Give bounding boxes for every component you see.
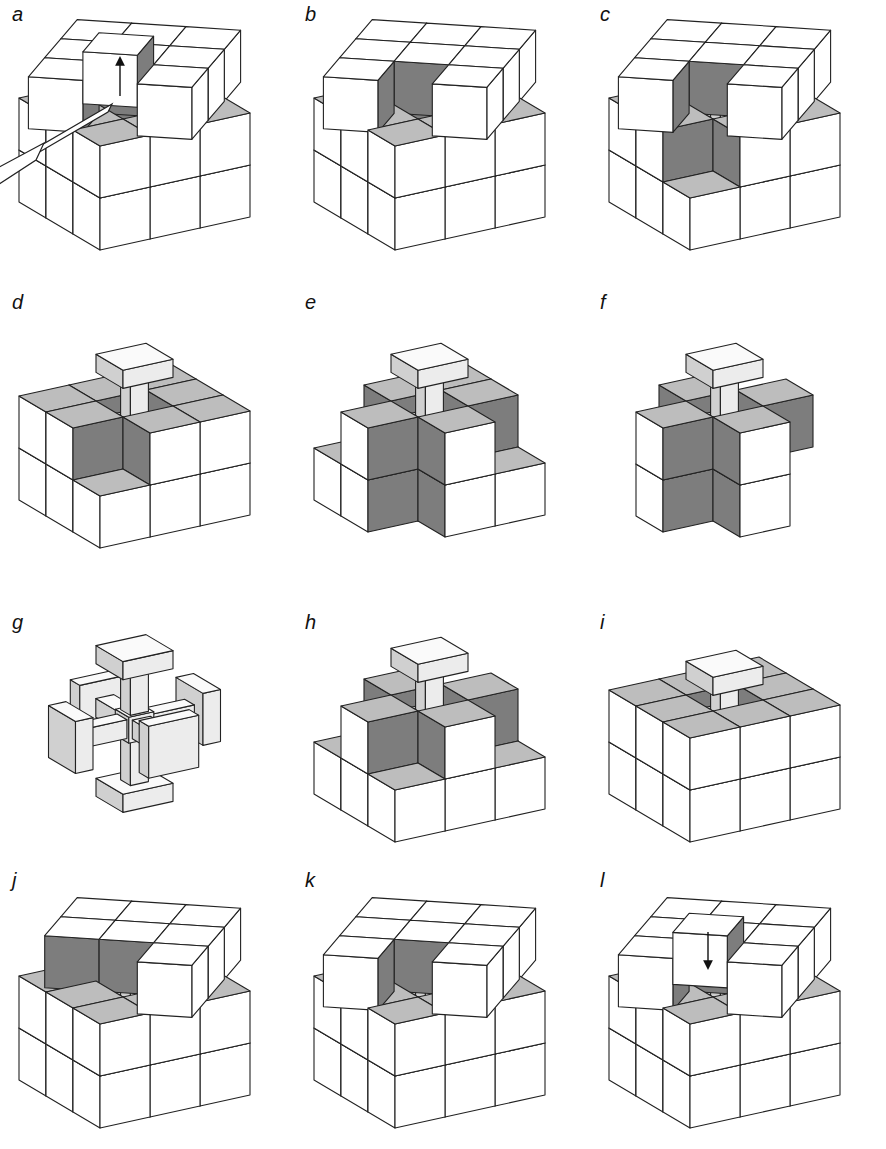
cubie-face: [49, 702, 94, 722]
cube-panel: [314, 343, 545, 537]
panel-letter-holder: f: [600, 292, 606, 313]
cubie-face: [441, 379, 518, 406]
cubie-face: [713, 406, 790, 433]
cubie-face: [341, 695, 418, 722]
panel-letter: k: [305, 870, 315, 890]
cube-panel: [636, 343, 813, 537]
cubie-face: [618, 77, 673, 133]
cubie-face: [176, 674, 221, 694]
cubie-face: [418, 700, 495, 727]
panel-letter: i: [600, 612, 604, 632]
cubie-face: [736, 379, 813, 406]
cubie-face: [618, 955, 673, 1011]
cubie-face: [154, 46, 225, 69]
cubie-face: [46, 401, 123, 428]
panel-letter: j: [12, 870, 16, 890]
cubie-face: [137, 962, 192, 1018]
cubie-face: [391, 637, 468, 664]
cubie-face: [137, 943, 208, 966]
cubie-face: [432, 65, 503, 88]
cube-panel: [314, 637, 545, 842]
cubie-face: [137, 84, 192, 139]
cubie-face: [744, 924, 815, 947]
panel-letter-holder: h: [305, 612, 316, 633]
screwdriver: [0, 104, 112, 190]
panel-letter-holder: d: [12, 292, 23, 313]
cubie-face: [139, 710, 199, 727]
cube-panel: [49, 635, 221, 813]
panel-letter-holder: b: [305, 4, 316, 25]
cube-panel: [19, 898, 250, 1128]
move-arrow: [707, 932, 708, 968]
cubie-face: [96, 635, 173, 662]
panel-letter: b: [305, 4, 316, 24]
panel-letter-holder: k: [305, 870, 315, 891]
cubie-face: [323, 77, 378, 133]
cubie-face: [441, 673, 518, 700]
cubie-face: [323, 58, 394, 81]
panel-letter-holder: a: [12, 4, 23, 25]
cubie-face: [449, 46, 520, 69]
cubie-face: [727, 943, 798, 966]
cubie-face: [341, 401, 418, 428]
cubie-face: [83, 33, 154, 56]
panel-letter-holder: g: [12, 612, 23, 633]
move-arrow: [119, 58, 120, 96]
panel-letter: a: [12, 4, 23, 24]
cubie-face: [663, 711, 740, 738]
cubie-face: [727, 962, 782, 1018]
cubie-face: [727, 65, 798, 88]
cubie-face: [432, 84, 487, 139]
cubie-face: [137, 65, 208, 88]
panel-letter: h: [305, 612, 316, 632]
panel-letter: g: [12, 612, 23, 632]
panel-letter: c: [600, 4, 610, 24]
panel-letter-holder: j: [12, 870, 16, 891]
cubie-face: [686, 343, 763, 370]
cubie-face: [432, 962, 487, 1018]
cubie-face: [323, 936, 394, 959]
cube-panel: [19, 20, 250, 250]
cubie-face: [432, 943, 503, 966]
cubie-face: [368, 763, 445, 790]
cubie-face: [154, 924, 225, 947]
cube-panel: [609, 898, 840, 1128]
cube-panel: [314, 898, 545, 1128]
panel-letter: d: [12, 292, 23, 312]
panel-letter-holder: e: [305, 292, 316, 313]
panel-letter: e: [305, 292, 316, 312]
cube-panel: [609, 20, 840, 250]
cube-panel: [609, 650, 840, 842]
cubie-face: [28, 77, 83, 133]
cube-panel: [314, 20, 545, 250]
cube-panel: [19, 343, 250, 548]
cubie-face: [636, 401, 713, 428]
cubie-face: [123, 406, 200, 433]
cubie-face: [618, 58, 689, 81]
cubie-face: [663, 171, 740, 198]
panel-letter: l: [600, 870, 604, 890]
panel-letter-holder: i: [600, 612, 604, 633]
cubie-face: [76, 718, 94, 774]
cubie-face: [744, 46, 815, 69]
panel-letter-holder: c: [600, 4, 610, 25]
cubie-face: [727, 84, 782, 139]
cubie-face: [73, 469, 150, 496]
cubie-face: [203, 690, 221, 746]
cubie-face: [391, 343, 468, 370]
panel-letter: f: [600, 292, 606, 312]
cubie-face: [96, 343, 173, 370]
panel-letter-holder: l: [600, 870, 604, 891]
cubie-face: [323, 955, 378, 1011]
cubie-face: [673, 932, 727, 988]
cubie-face: [418, 406, 495, 433]
cubie-face: [83, 52, 137, 108]
cubie-face: [449, 924, 520, 947]
cubie-face: [686, 650, 763, 677]
cubie-face: [139, 721, 149, 779]
